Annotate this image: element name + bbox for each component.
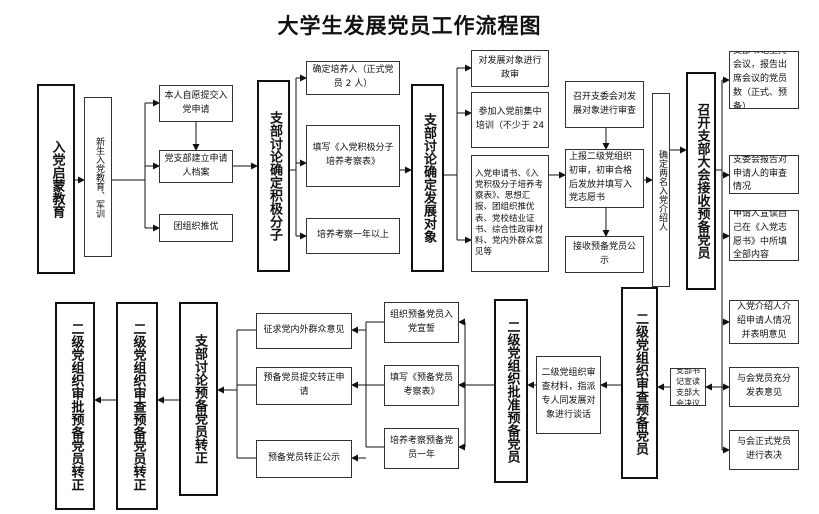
node-members-discuss: 与会党员充分发表意见 <box>729 367 799 407</box>
node-report-preliminary-review: 上报二级党组织初审，初审合格后发放并填写入党志愿书 <box>565 149 644 208</box>
node-determine-trainers: 确定培养人（正式党员 2 人） <box>306 61 400 95</box>
node-discuss-regularization: 支部讨论预备党员转正 <box>179 302 218 496</box>
node-probationary-publicity: 接收预备党员公示 <box>565 236 644 273</box>
node-submit-regularization: 预备党员提交转正申请 <box>256 367 352 405</box>
node-secretary-presides: 支部书记主持会议，报告出席会议的党员数（正式、预备） <box>729 51 799 109</box>
node-applicant-archive: 党支部建立申请人档案 <box>159 150 233 183</box>
node-freshman-education: 新生入党教育、军训 <box>84 97 112 257</box>
node-branch-meeting-accept: 召开支部大会接收预备党员 <box>686 72 716 290</box>
node-enlightenment-education: 入党启蒙教育 <box>37 84 75 274</box>
node-two-introducers: 确定两名入党介绍人 <box>652 93 670 287</box>
node-youth-league-recommend: 团组织推优 <box>159 214 233 242</box>
node-oath-ceremony: 组织预备党员入党宣誓 <box>384 302 459 343</box>
node-required-materials: 入党申请书、《入党积极分子培养考察表》、思想汇报、团组织推优表、党校结业证书、综… <box>471 155 549 272</box>
page-title: 大学生发展党员工作流程图 <box>277 13 542 38</box>
node-cultivate-one-year: 培养考察一年以上 <box>306 218 400 254</box>
node-formal-members-vote: 与会正式党员进行表决 <box>729 430 799 470</box>
node-fill-activist-form: 填写《入党积极分子培养考察表》 <box>306 125 400 187</box>
node-committee-review: 召开支委会对发展对象进行审查 <box>565 81 644 128</box>
node-review-regularization: 二级党组织审查预备党员转正 <box>116 302 158 510</box>
node-fill-probationary-form: 填写《预备党员考察表》 <box>384 365 459 406</box>
node-approve-probationary: 二级党组织批准预备党员 <box>494 299 528 483</box>
node-determine-activists: 支部讨论确定积极分子 <box>257 80 290 272</box>
node-introducer-opinion: 入党介绍人介绍申请人情况并表明意见 <box>729 300 799 344</box>
node-regularization-publicity: 预备党员转正公示 <box>256 440 352 478</box>
node-centralized-training: 参加入党前集中培训（不少于 24 <box>471 92 549 148</box>
node-secondary-review-talk: 二级党组织审查材料，指派专人同发展对象进行谈话 <box>536 356 601 434</box>
node-political-review: 对发展对象进行政审 <box>471 50 549 87</box>
node-submit-application: 本人自愿提交入党申请 <box>159 85 233 122</box>
node-solicit-opinions: 征求党内外群众意见 <box>256 313 352 349</box>
node-committee-report: 支委会报告对申请人的审查情况 <box>729 155 799 194</box>
node-approve-regularization: 二级党组织审批预备党员转正 <box>55 302 95 510</box>
node-review-probationary: 二级党组织审查预备党员 <box>621 287 658 479</box>
node-determine-development-target: 支部讨论确定发展对象 <box>411 84 444 272</box>
node-probation-one-year: 培养考察预备党员一年 <box>384 428 459 469</box>
node-read-resolution: 支部书记宣读支部大会决议 <box>670 368 706 406</box>
node-applicant-reads: 申请人宣读自己在《入党志愿书》中所填全部内容 <box>729 210 799 261</box>
